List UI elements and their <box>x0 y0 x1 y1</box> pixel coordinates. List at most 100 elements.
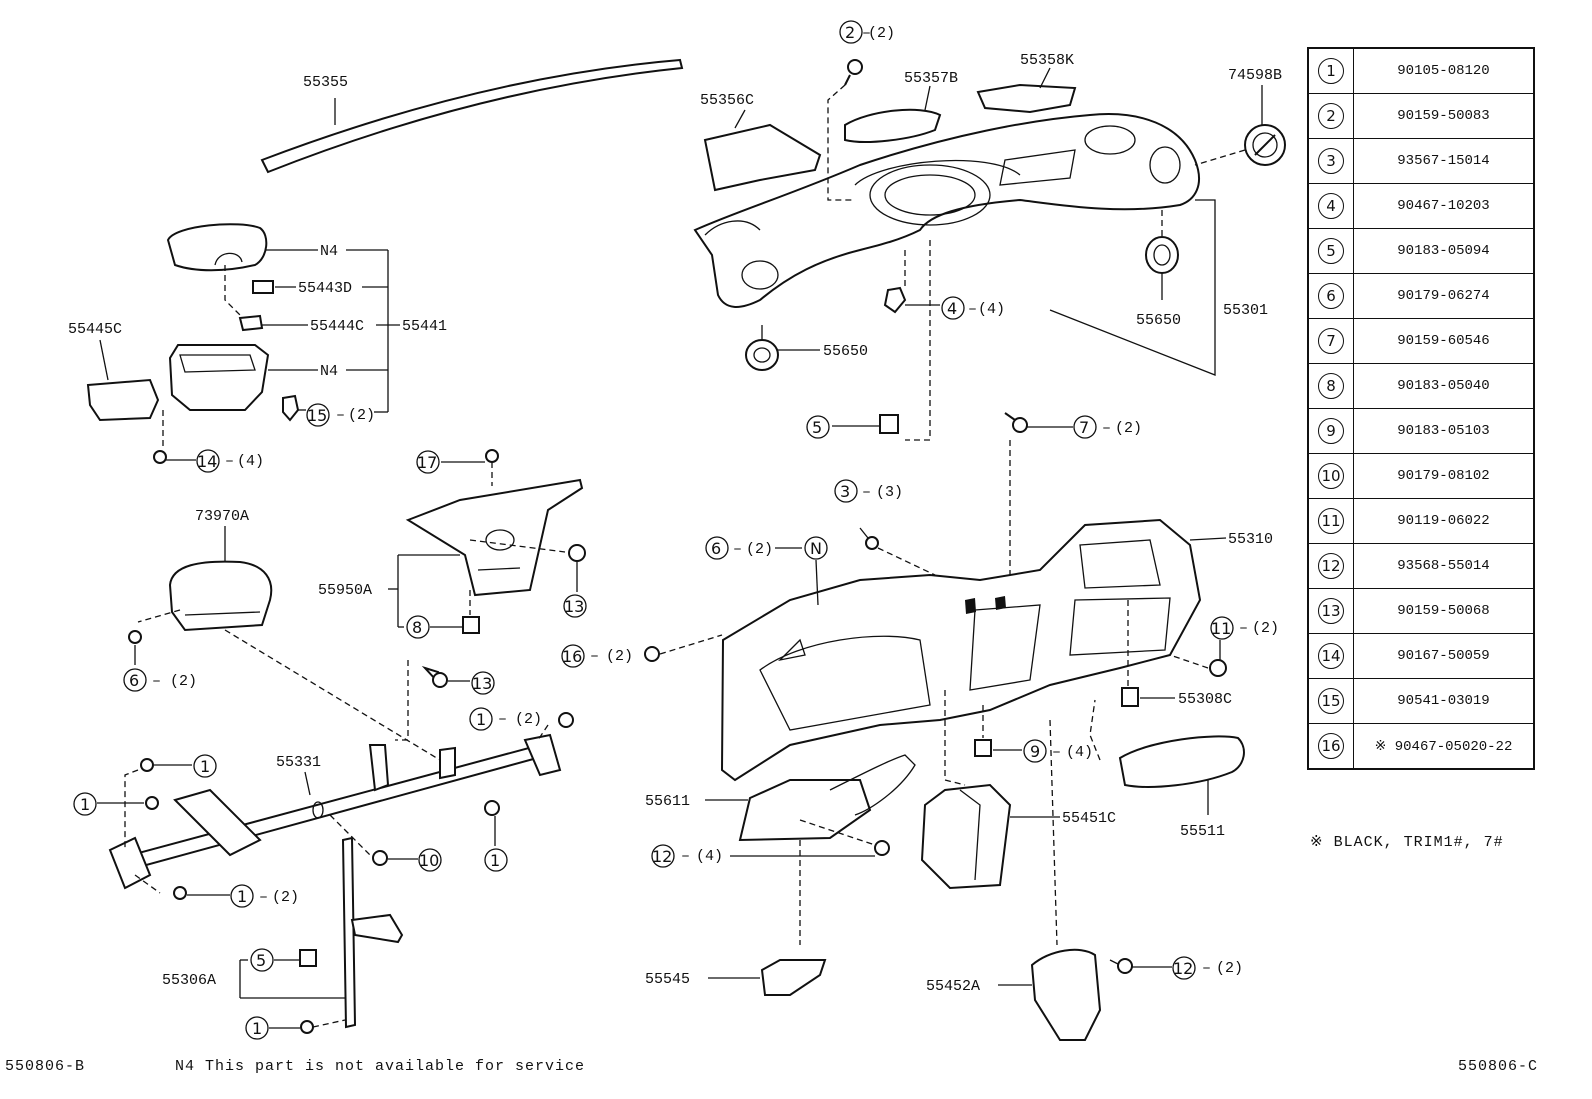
legend-number: 16 <box>1318 733 1344 759</box>
svg-text:11: 11 <box>1211 619 1231 638</box>
qty-3: (3) <box>876 484 903 501</box>
clip-4 <box>883 286 907 314</box>
label-55545: 55545 <box>645 971 690 988</box>
label-55443D: 55443D <box>298 280 352 297</box>
qty-12-right: (2) <box>1216 960 1243 977</box>
footer-note: N4 This part is not available for servic… <box>175 1058 586 1075</box>
svg-text:13: 13 <box>564 597 584 616</box>
svg-text:12: 12 <box>1173 959 1193 978</box>
svg-text:–: – <box>590 648 599 665</box>
legend-number: 8 <box>1318 373 1344 399</box>
upper-instrument-panel <box>693 113 1200 308</box>
label-55650-right: 55650 <box>1136 312 1181 329</box>
part-55443D <box>252 280 274 294</box>
legend-number: 3 <box>1318 148 1344 174</box>
svg-text:6: 6 <box>711 539 721 558</box>
label-55441: 55441 <box>402 318 447 335</box>
svg-text:14: 14 <box>197 452 217 471</box>
svg-text:1: 1 <box>490 851 500 870</box>
legend-part-number: 90183-05103 <box>1353 408 1535 454</box>
svg-text:6: 6 <box>129 671 139 690</box>
svg-text:10: 10 <box>419 851 439 870</box>
defroster-nozzle-strip <box>260 58 684 174</box>
label-55306A: 55306A <box>162 972 216 989</box>
legend-number: 6 <box>1318 283 1344 309</box>
legend-number: 7 <box>1318 328 1344 354</box>
label-55308C: 55308C <box>1178 691 1232 708</box>
qty-2-top: (2) <box>868 25 895 42</box>
label-N: N <box>810 539 822 558</box>
svg-text:–: – <box>862 484 871 501</box>
reinforcement-55331 <box>108 733 562 890</box>
label-55950A: 55950A <box>318 582 372 599</box>
svg-text:7: 7 <box>1079 418 1089 437</box>
svg-text:–: – <box>733 541 742 558</box>
label-55650-left: 55650 <box>823 343 868 360</box>
qty-11: (2) <box>1252 620 1279 637</box>
legend-part-number: 93567-15014 <box>1353 138 1535 184</box>
legend-number: 13 <box>1318 598 1344 624</box>
insulator-55358K <box>976 83 1077 114</box>
panel-55950A <box>405 478 584 597</box>
svg-text:9: 9 <box>1030 742 1040 761</box>
screw-2-top: 2 <box>827 20 863 201</box>
svg-text:–: – <box>1052 744 1061 761</box>
spring-55444C <box>238 314 264 332</box>
label-55355: 55355 <box>303 74 348 91</box>
duct-55452A <box>1030 719 1102 1041</box>
svg-text:1: 1 <box>252 1019 262 1038</box>
label-55444C: 55444C <box>310 318 364 335</box>
svg-text:–: – <box>225 453 234 470</box>
legend-row: 16※ 90467-05020-22 <box>1307 723 1535 770</box>
legend-part-number: 90179-08102 <box>1353 453 1535 499</box>
label-55611: 55611 <box>645 793 690 810</box>
box-lid-n4 <box>166 223 268 272</box>
legend-part-number: 90183-05094 <box>1353 228 1535 274</box>
svg-text:15: 15 <box>307 406 327 425</box>
legend-number: 1 <box>1318 58 1344 84</box>
screw-7 <box>1012 417 1028 433</box>
svg-text:–: – <box>498 711 507 728</box>
legend-number: 14 <box>1318 643 1344 669</box>
label-73970A: 73970A <box>195 508 249 525</box>
svg-text:2: 2 <box>845 23 855 42</box>
label-55511: 55511 <box>1180 823 1225 840</box>
label-55451C: 55451C <box>1062 810 1116 827</box>
qty-14: (4) <box>237 453 264 470</box>
legend-part-number: 90159-50068 <box>1353 588 1535 634</box>
svg-text:4: 4 <box>947 299 957 318</box>
legend-row: 2 90159-50083 <box>1307 93 1535 139</box>
legend-part-number: 90541-03019 <box>1353 678 1535 724</box>
label-55356C: 55356C <box>700 92 754 109</box>
nut-5-upper <box>879 414 899 434</box>
label-55331: 55331 <box>276 754 321 771</box>
duct-55451C <box>920 783 1012 890</box>
qty-12-left: (4) <box>696 848 723 865</box>
svg-text:16: 16 <box>562 647 582 666</box>
part-55545 <box>760 959 827 996</box>
qty-6-airbag: (2) <box>170 673 197 690</box>
footer-left-code: 550806-B <box>5 1058 86 1075</box>
qty-6-n: (2) <box>746 541 773 558</box>
svg-text:–: – <box>681 848 690 865</box>
legend-number: 5 <box>1318 238 1344 264</box>
legend-part-number: 90467-10203 <box>1353 183 1535 229</box>
airbag-73970A <box>168 560 273 632</box>
brace-55306A <box>341 836 404 1029</box>
qty-7: (2) <box>1115 420 1142 437</box>
legend-number: 2 <box>1318 103 1344 129</box>
legend-row: 3 93567-15014 <box>1307 138 1535 184</box>
svg-text:–: – <box>968 301 977 318</box>
cover-55511 <box>1089 699 1245 788</box>
svg-text:–: – <box>1102 420 1111 437</box>
legend-part-number: 90159-50083 <box>1353 93 1535 139</box>
